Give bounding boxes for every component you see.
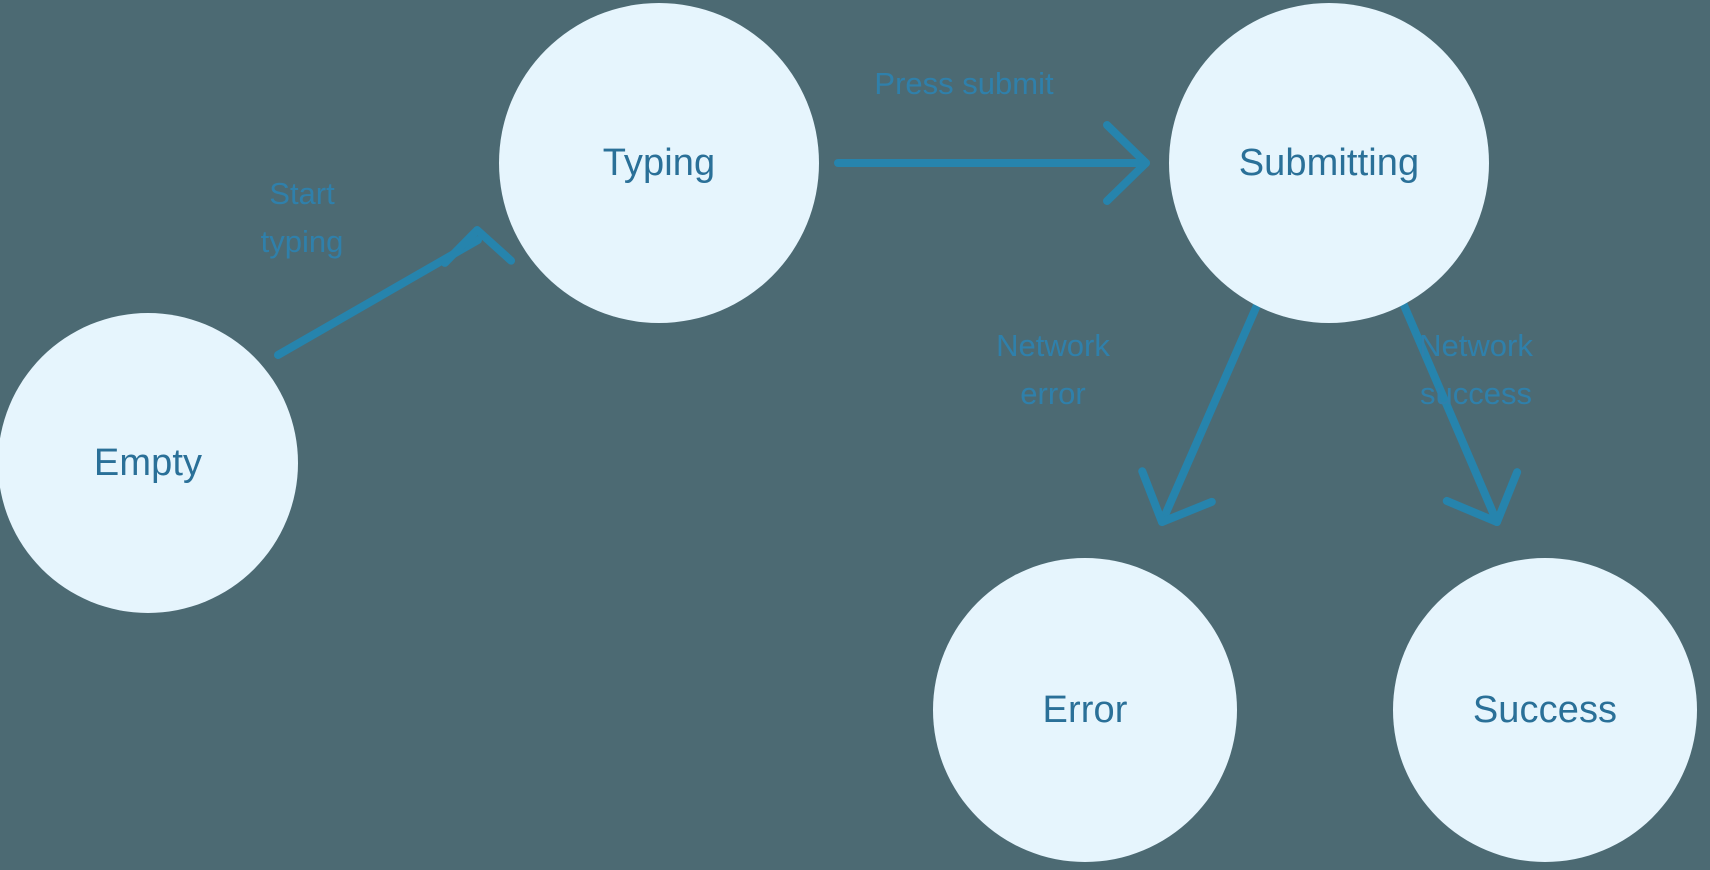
state-node-submitting[interactable]: Submitting xyxy=(1169,3,1489,323)
edge-typing-to-submitting xyxy=(834,121,1150,205)
state-node-typing-label: Typing xyxy=(602,142,716,184)
edge-submitting-to-success xyxy=(1399,299,1522,526)
state-node-empty-label: Empty xyxy=(93,442,203,484)
state-node-success-label: Success xyxy=(1472,689,1618,731)
state-node-error-label: Error xyxy=(1042,689,1128,731)
state-node-typing[interactable]: Typing xyxy=(499,3,819,323)
edge-label-network-error: Network error xyxy=(996,328,1110,412)
edge-typing-to-submitting-arrowhead xyxy=(1103,121,1150,205)
state-node-error[interactable]: Error xyxy=(933,558,1237,862)
edge-submitting-to-error-arrowhead xyxy=(1138,467,1216,526)
state-node-submitting-label: Submitting xyxy=(1238,142,1420,184)
edge-submitting-to-error-line xyxy=(1158,299,1262,526)
edge-empty-to-typing xyxy=(274,226,516,359)
edge-submitting-to-success-arrowhead xyxy=(1442,468,1522,526)
edge-empty-to-typing-arrowhead xyxy=(440,226,516,267)
edge-submitting-to-error xyxy=(1138,299,1262,526)
edge-label-start-typing: Start typing xyxy=(260,176,344,260)
edge-label-network-success: Network success xyxy=(1419,328,1533,412)
edge-label-press-submit: Press submit xyxy=(874,66,1054,101)
state-node-success[interactable]: Success xyxy=(1393,558,1697,862)
state-node-empty[interactable]: Empty xyxy=(0,313,298,613)
edge-submitting-to-success-line xyxy=(1399,299,1501,526)
